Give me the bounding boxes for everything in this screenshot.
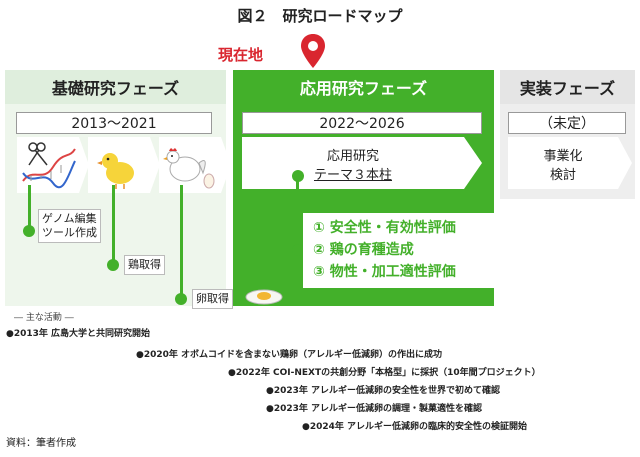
phase-applied-header: 応用研究フェーズ <box>233 70 494 104</box>
activity-2020: ●2020年 オボムコイドを含まない鶏卵（アレルギー低減卵）の作出に成功 <box>136 350 443 360</box>
milestone-dot-egg <box>175 293 187 305</box>
applied-theme-line2-text: テーマ３本柱 <box>313 168 392 183</box>
hen-and-egg-icon <box>163 148 215 189</box>
milestone-egg-label: 卵取得 <box>192 289 233 309</box>
milestone-genome-line1: ゲノム編集 <box>42 212 97 225</box>
dna-scissors-illustration <box>17 137 89 193</box>
milestone-dot-genome <box>23 225 35 237</box>
pillar-breeding: ② 鶏の育種造成 <box>313 242 414 258</box>
implementation-line1: 事業化 <box>543 149 583 164</box>
chick-illustration <box>88 137 160 193</box>
figure-title: 図２ 研究ロードマップ <box>237 7 403 25</box>
phase-basic-years: 2013〜2021 <box>16 112 212 134</box>
pillar-safety: ① 安全性・有効性評価 <box>313 220 456 236</box>
theme-connector <box>296 176 299 256</box>
connector-hen <box>112 185 115 265</box>
applied-theme-box <box>242 137 482 189</box>
activity-2023-cooking: ●2023年 アレルギー低減卵の調理・製菓適性を確認 <box>266 404 483 414</box>
fried-egg-icon <box>245 289 283 305</box>
research-pillars: ① 安全性・有効性評価 ② 鶏の育種造成 ③ 物性・加工適性評価 <box>303 213 510 288</box>
current-position-label: 現在地 <box>218 46 264 64</box>
phase-implementation-header: 実装フェーズ <box>500 70 635 104</box>
milestone-genome-line2: ツール作成 <box>42 226 97 239</box>
milestone-hen-label: 鶏取得 <box>124 255 165 275</box>
phase-basic-header: 基礎研究フェーズ <box>5 70 226 104</box>
connector-egg <box>180 185 183 299</box>
applied-theme-line2: テーマ３本柱 <box>242 164 464 183</box>
phase-basic-panel <box>5 104 226 306</box>
applied-theme-line1: 応用研究 <box>326 149 379 164</box>
milestone-genome-label: ゲノム編集 ツール作成 <box>38 209 101 243</box>
connector-genome <box>28 185 31 230</box>
dna-scissors-icon <box>22 142 76 189</box>
phase-applied-years: 2022〜2026 <box>242 112 482 134</box>
pillar-processing: ③ 物性・加工適性評価 <box>313 264 456 280</box>
implementation-line2: 検討 <box>549 168 576 183</box>
pillars-dot <box>292 244 304 256</box>
activity-2022: ●2022年 COI-NEXTの共創分野「本格型」に採択（10年間プロジェクト） <box>228 368 541 378</box>
activity-2013: ●2013年 広島大学と共同研究開始 <box>6 329 151 339</box>
activity-2024: ●2024年 アレルギー低減卵の臨床的安全性の検証開始 <box>302 422 528 432</box>
location-pin-icon <box>301 34 325 68</box>
hen-illustration <box>159 137 231 193</box>
implementation-box <box>508 137 632 189</box>
milestone-dot-hen <box>107 259 119 271</box>
activities-title: ― 主な活動 ― <box>14 313 74 323</box>
chick-icon <box>97 153 134 189</box>
activity-2023-safety: ●2023年 アレルギー低減卵の安全性を世界で初めて確認 <box>266 386 501 396</box>
phase-implementation-years: （未定） <box>508 112 626 134</box>
source-note: 資料：筆者作成 <box>6 438 76 449</box>
